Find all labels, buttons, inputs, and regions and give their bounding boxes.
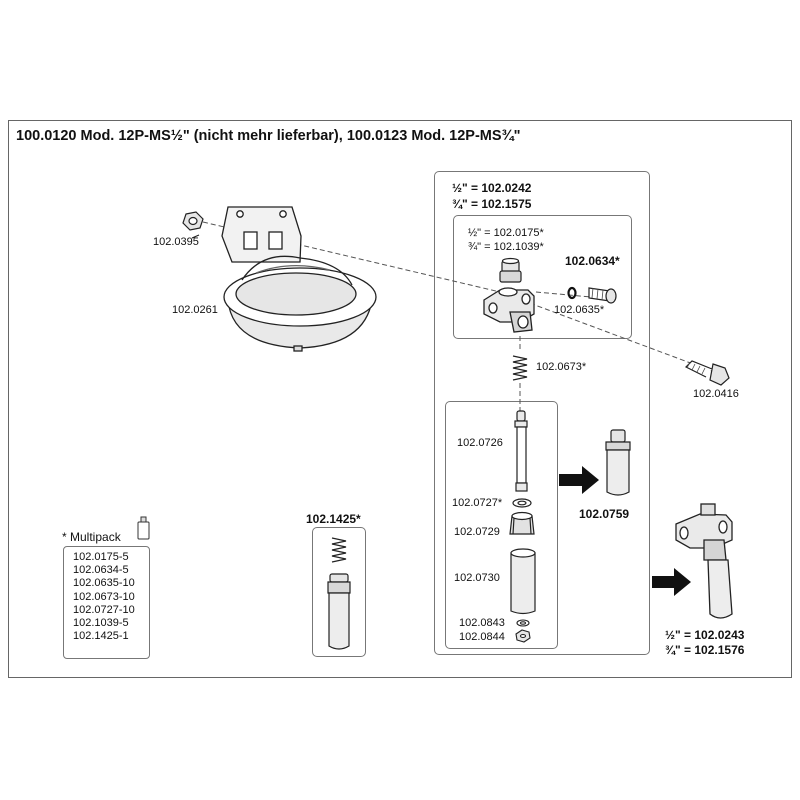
label-washer: 102.0727* xyxy=(452,497,503,509)
label-small-nut: 102.0844 xyxy=(459,631,505,643)
label-sleeve: 102.0730 xyxy=(454,572,500,584)
list-item: 102.0635-10 xyxy=(73,577,135,590)
hex-nut-icon xyxy=(182,211,204,231)
valve-assembly-box xyxy=(434,171,650,655)
label-bolt: 102.0416 xyxy=(693,388,739,400)
multipack-title: * Multipack xyxy=(62,530,121,544)
pin-icon xyxy=(514,410,528,492)
label-insert: 102.0759 xyxy=(579,507,630,521)
fitting-icon xyxy=(509,511,535,535)
valve-internals-box xyxy=(445,401,558,649)
label-valve-three-quarter: ¾" = 102.1575 xyxy=(452,197,532,211)
list-item: 102.0175-5 xyxy=(73,551,129,563)
small-washer-icon xyxy=(516,619,530,627)
label-pin: 102.0726 xyxy=(457,437,503,449)
list-item: 102.1425-1 xyxy=(73,630,129,643)
page-title: 100.0120 Mod. 12P-MS½" (nicht mehr liefe… xyxy=(16,128,521,144)
washer-icon xyxy=(512,498,532,508)
valve-head-box xyxy=(453,215,632,339)
label-complete-three-quarter: ¾" = 102.1576 xyxy=(665,643,745,657)
label-nut: 102.0395 xyxy=(153,236,199,248)
list-item: 102.0634-5 xyxy=(73,564,129,577)
label-spring-kit: 102.1425* xyxy=(306,512,361,526)
spring-kit-spring-icon xyxy=(331,537,347,563)
drinking-bowl-icon xyxy=(221,206,377,352)
label-complete-half: ½" = 102.0243 xyxy=(665,628,745,642)
label-fitting: 102.0729 xyxy=(454,526,500,538)
multipack-list: 102.0175-5 102.0634-5 102.0635-10 102.06… xyxy=(63,546,150,659)
drawing-frame xyxy=(8,120,792,678)
label-screw: 102.0635* xyxy=(554,304,605,316)
label-plug-three-quarter: ¾" = 102.1039* xyxy=(468,241,544,253)
label-plug-half: ½" = 102.0175* xyxy=(468,227,544,239)
list-item: 102.1039-5 xyxy=(73,617,129,630)
screw-icon xyxy=(588,287,617,304)
label-valve-half: ½" = 102.0242 xyxy=(452,181,532,195)
bolt-icon xyxy=(684,360,730,386)
label-screw-set: 102.0634* xyxy=(565,254,620,268)
list-item: 102.0673-10 xyxy=(73,590,135,603)
plug-icon xyxy=(499,257,522,283)
list-item: 102.0727-10 xyxy=(73,603,135,616)
arrow-right-icon xyxy=(559,466,599,494)
arrow-right-icon xyxy=(652,568,691,596)
spring-kit-box xyxy=(312,527,366,657)
insert-icon xyxy=(605,429,631,496)
label-spring: 102.0673* xyxy=(536,361,587,373)
valve-body-icon xyxy=(483,287,535,333)
spring-kit-sleeve-icon xyxy=(327,573,351,650)
label-bowl: 102.0261 xyxy=(172,304,218,316)
multipack-box-icon xyxy=(137,516,150,540)
spring-icon xyxy=(512,355,528,381)
small-nut-icon xyxy=(515,629,531,643)
label-small-washer: 102.0843 xyxy=(459,617,505,629)
sleeve-icon xyxy=(510,548,536,615)
complete-valve-icon xyxy=(675,503,733,619)
o-ring-icon xyxy=(567,286,577,300)
leader-lines xyxy=(191,234,200,239)
